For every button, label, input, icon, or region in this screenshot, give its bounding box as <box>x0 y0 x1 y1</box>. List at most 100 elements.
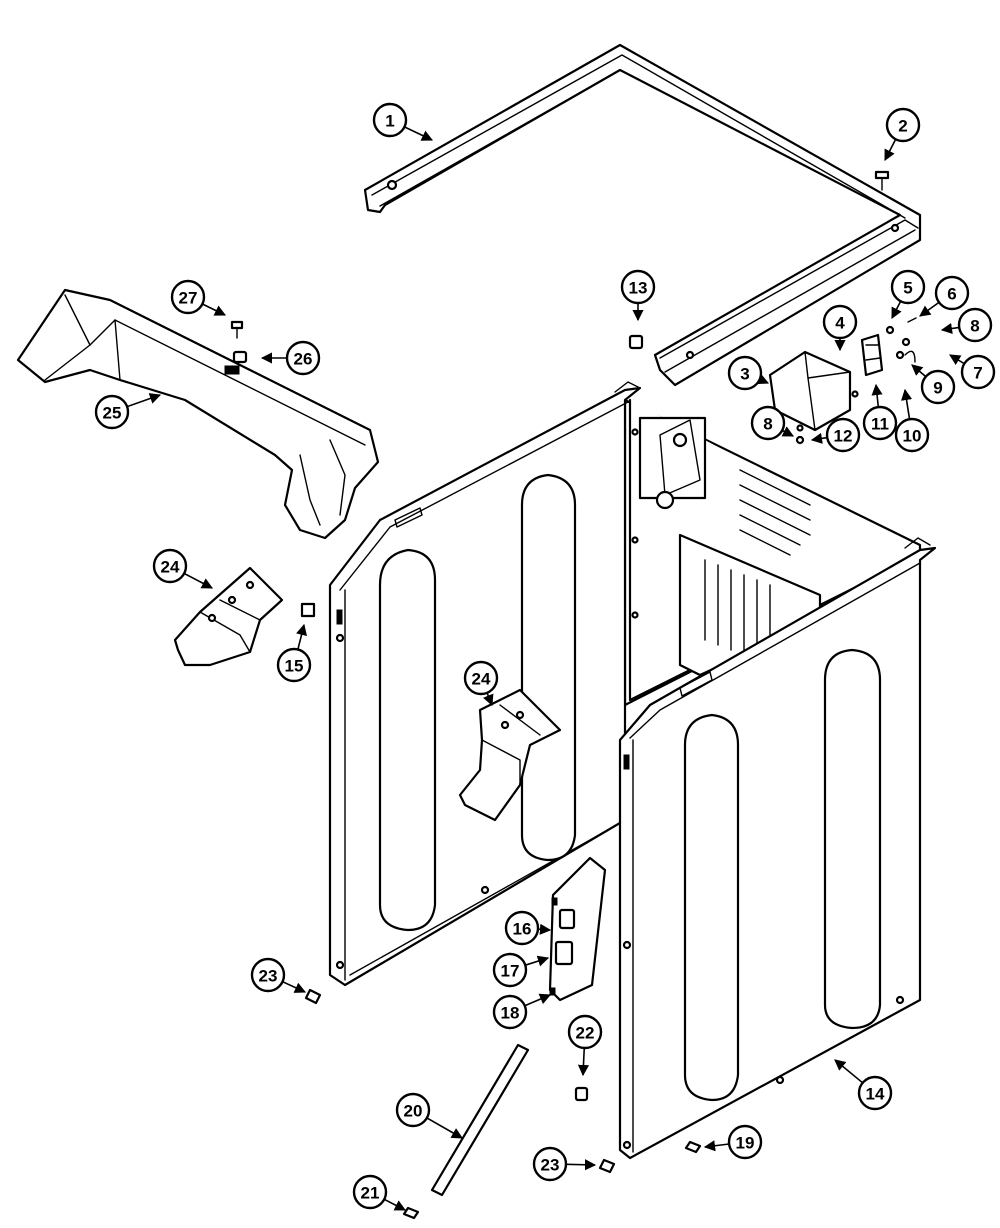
cabinet-right-side-panel <box>618 537 937 1160</box>
callout-number: 26 <box>294 350 313 369</box>
callout-2: 2 <box>885 107 921 143</box>
callout-circle <box>960 354 996 390</box>
callout-number: 24 <box>472 670 491 689</box>
screw-part-23-right <box>598 1158 616 1174</box>
callout-number: 11 <box>871 415 889 434</box>
callout-leader <box>202 303 227 316</box>
callout-leader <box>565 1159 597 1171</box>
callout-number: 8 <box>970 317 979 336</box>
callout-8: 8 <box>750 405 786 441</box>
callout-number: 7 <box>973 364 982 383</box>
callout-circle <box>372 102 408 138</box>
callout-leader <box>940 322 960 335</box>
callout-number: 18 <box>501 1004 520 1023</box>
callout-14: 14 <box>857 1075 893 1111</box>
callout-leader <box>891 300 902 319</box>
callout-leader <box>296 623 307 650</box>
callout-21: 21 <box>352 1174 388 1210</box>
callout-3: 3 <box>727 355 763 391</box>
callout-leader <box>901 388 913 420</box>
callout-circle <box>822 304 858 340</box>
callout-circle <box>463 660 499 696</box>
callout-6: 6 <box>934 275 970 311</box>
callout-circle <box>885 107 921 143</box>
hinge-bracket-part-center <box>458 688 562 822</box>
callout-22: 22 <box>567 1014 603 1050</box>
callout-number: 1 <box>385 112 394 131</box>
callout-circle <box>492 994 528 1030</box>
callout-circle <box>250 957 286 993</box>
callout-leader <box>949 354 965 366</box>
callout-number: 17 <box>501 962 520 981</box>
callout-leader <box>524 993 552 1007</box>
callout-23: 23 <box>250 957 286 993</box>
callout-leader <box>426 1117 463 1139</box>
callout-number: 22 <box>576 1024 595 1043</box>
callout-number: 2 <box>898 117 907 136</box>
callout-leader <box>282 980 307 993</box>
screw-part-23-left <box>304 988 322 1005</box>
callout-number: 23 <box>259 967 278 986</box>
callout-number: 3 <box>740 365 749 384</box>
callout-number: 13 <box>629 279 648 298</box>
callout-11: 11 <box>862 405 898 441</box>
callout-circle <box>890 269 926 305</box>
callout-circle <box>894 417 930 453</box>
callout-number: 27 <box>179 289 198 308</box>
callout-circle <box>492 952 528 988</box>
callout-5: 5 <box>890 269 926 305</box>
callout-17: 17 <box>492 952 528 988</box>
callout-leader <box>781 426 794 437</box>
callout-leader <box>810 432 828 444</box>
clip-part-15 <box>300 602 316 618</box>
callout-8: 8 <box>957 307 993 343</box>
callout-circle <box>620 269 656 305</box>
callout-number: 21 <box>361 1184 380 1203</box>
callout-circle <box>862 405 898 441</box>
callout-number: 25 <box>103 404 122 423</box>
callout-circle <box>170 279 206 315</box>
callout-1: 1 <box>372 102 408 138</box>
callout-13: 13 <box>620 269 656 305</box>
callout-circle <box>285 340 321 376</box>
callout-27: 27 <box>170 279 206 315</box>
top-frame-part <box>363 43 922 387</box>
terminal-block-part <box>860 333 884 377</box>
clip-part-22 <box>574 1086 589 1102</box>
callout-23: 23 <box>532 1146 568 1182</box>
callout-4: 4 <box>822 304 858 340</box>
screw-part-21 <box>402 1206 420 1220</box>
callout-leader <box>703 1140 730 1152</box>
hinge-bracket-part-left <box>173 566 284 667</box>
callout-number: 6 <box>947 285 956 304</box>
callout-leader <box>183 572 213 589</box>
component-bracket-part <box>548 856 607 1002</box>
callout-circle <box>957 307 993 343</box>
callout-circle <box>532 1146 568 1182</box>
callout-leader <box>884 138 897 161</box>
callout-20: 20 <box>395 1092 431 1128</box>
callout-leader <box>577 1047 590 1077</box>
screw-part-27 <box>230 320 244 339</box>
callout-leader <box>537 923 552 935</box>
callout-16: 16 <box>504 910 540 946</box>
callout-18: 18 <box>492 994 528 1030</box>
callout-leader <box>483 692 494 707</box>
callout-leader <box>834 1059 864 1084</box>
callout-number: 12 <box>834 427 853 446</box>
callout-circle <box>276 647 312 683</box>
callout-circle <box>920 369 956 405</box>
screw-part-19 <box>684 1140 702 1154</box>
callout-number: 5 <box>903 279 912 298</box>
callout-12: 12 <box>825 417 861 453</box>
callout-number: 10 <box>903 427 922 446</box>
callout-leader <box>404 126 434 141</box>
callout-number: 20 <box>404 1102 423 1121</box>
callout-leader <box>525 955 550 967</box>
small-hardware <box>628 317 917 445</box>
callout-circle <box>727 1124 763 1160</box>
callout-19: 19 <box>727 1124 763 1160</box>
callout-24: 24 <box>463 660 499 696</box>
